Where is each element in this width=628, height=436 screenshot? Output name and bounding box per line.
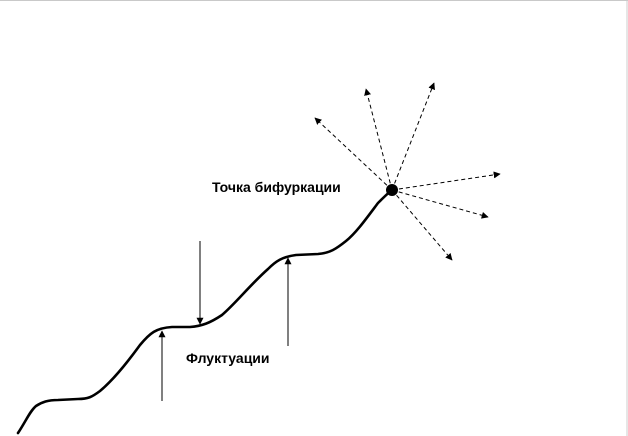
branch-arrow-right-upper xyxy=(391,171,501,191)
branch-arrow-upper-left xyxy=(314,117,393,191)
canvas-right-edge xyxy=(626,1,628,436)
bifurcation-point-icon xyxy=(386,184,398,196)
branch-arrow-up-left xyxy=(364,88,393,191)
bifurcation-label: Точка бифуркации xyxy=(212,179,341,195)
branch-arrow-up-right xyxy=(391,82,435,191)
branch-arrow-down-right xyxy=(391,189,453,261)
fluctuation-label: Флуктуации xyxy=(186,350,270,366)
trajectory-curve xyxy=(16,188,394,435)
branch-arrow-right-lower xyxy=(391,189,489,219)
